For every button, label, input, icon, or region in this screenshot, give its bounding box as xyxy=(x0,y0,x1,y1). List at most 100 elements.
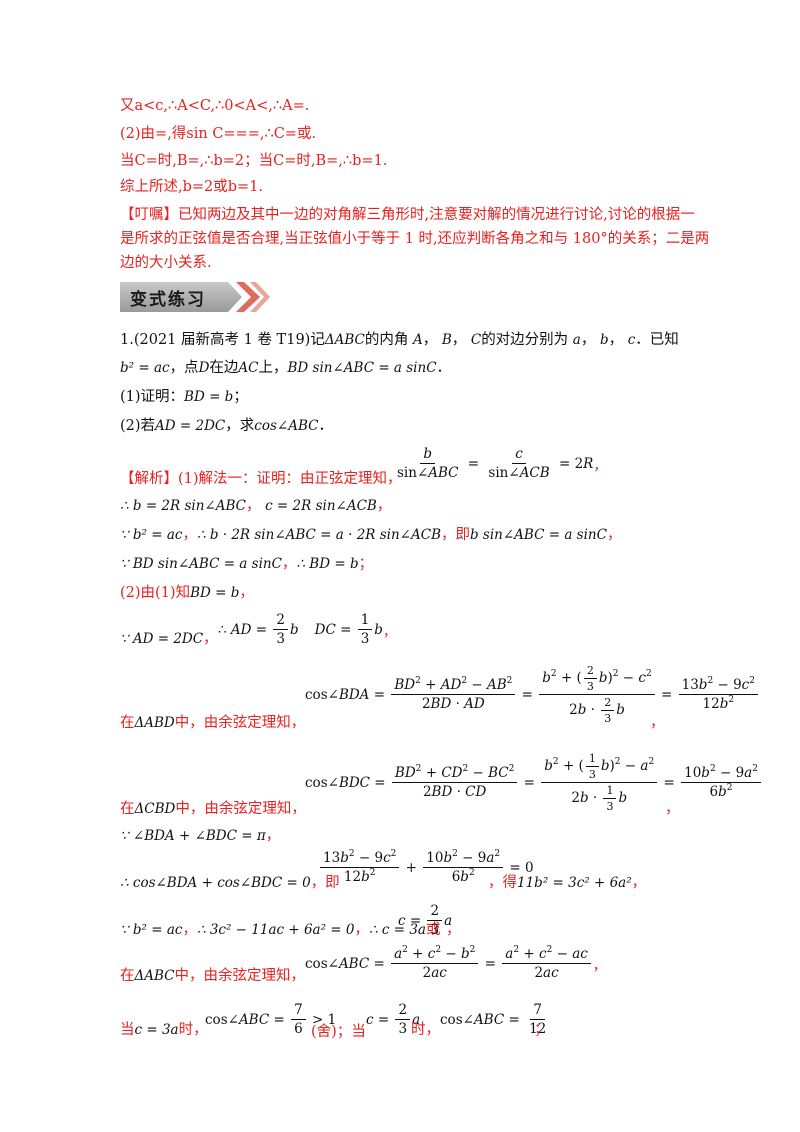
text-namely: ，即 xyxy=(310,875,340,891)
tip-label: 【叮嘱】 xyxy=(120,207,178,223)
eq-cos-sum-zero: ∴ cos∠BDA + cos∠BDC = 0 xyxy=(120,875,311,891)
eq-11b2: 11b² = 3c² + 6a² xyxy=(517,875,632,891)
eq-therefore-bd-b: ∴ BD = b xyxy=(296,556,359,572)
solution-line-2: ∴ b = 2R sin∠ABC， c = 2R sin∠ACB， xyxy=(120,496,391,516)
text-inner-angle: 的内角 xyxy=(364,332,409,348)
comma: ， xyxy=(354,922,370,938)
solution-line-5: (2)由(1)知BD = b， xyxy=(120,583,254,603)
section-banner: 变式练习 xyxy=(120,282,270,312)
text-line-1: 又a<c,∴A<C,∴0<A<,∴A=. xyxy=(120,98,310,114)
comma: ， xyxy=(182,922,197,938)
text-when-2: ；当 xyxy=(336,1024,366,1040)
solution-line-6: ∵ AD = 2DC， xyxy=(120,629,218,649)
tip-line-2: 是所求的正弦值是否合理,当正弦值小于等于 1 时,还应判断各角之和与 180°的… xyxy=(120,231,710,247)
eq-because-b2-ac-2: ∵ b² = ac xyxy=(120,922,183,938)
text-cosine-law: 中，由余弦定理知， xyxy=(174,715,306,731)
text-in: 在 xyxy=(120,801,135,817)
eq-because-b2-ac: ∵ b² = ac xyxy=(120,527,183,543)
banner-label: 变式练习 xyxy=(130,290,206,310)
comma: ， xyxy=(593,457,607,474)
eq-c-3a-2: c = 3a xyxy=(134,1022,179,1038)
text-line-4: 综上所述,b=2或b=1. xyxy=(120,179,264,195)
text-time: 时， xyxy=(178,1022,208,1038)
text-line-2: (2)由=,得sin C===,∴C=或. xyxy=(120,126,317,142)
triangle-abd: ΔABD xyxy=(134,715,175,731)
comma: ， xyxy=(239,585,254,601)
eq-bd-sin: BD sin∠ABC = a sinC xyxy=(287,360,437,376)
text-above: 上， xyxy=(258,360,288,376)
problem-q1: (1)证明：BD = b； xyxy=(120,387,248,407)
eq-because-ad-2dc: ∵ AD = 2DC xyxy=(120,631,204,647)
solution-line-7: 在ΔABD中，由余弦定理知， xyxy=(120,713,305,733)
eq-c-3a: ∴ c = 3a xyxy=(369,922,426,938)
text-time-2: 时， xyxy=(411,1022,440,1038)
semicolon-end: ； xyxy=(534,1022,549,1038)
var-b-angle: B xyxy=(441,332,452,348)
q1-label: (1)证明： xyxy=(120,389,185,405)
text-get: ，得 xyxy=(488,875,517,891)
triangle-abc-2: ΔABC xyxy=(134,968,175,984)
solution-line-9: ∵ ∠BDA + ∠BDC = π， xyxy=(120,826,280,846)
solution-line-4: ∵ BD sin∠ABC = a sinC，∴ BD = b； xyxy=(120,554,373,574)
text-given: ．已知 xyxy=(635,332,679,348)
comma-end-7: ， xyxy=(650,715,665,731)
eq-b2-ac: b² = ac xyxy=(120,360,170,376)
solution-label: 【解析】 xyxy=(120,471,178,487)
text-part2: (2)由(1)知 xyxy=(120,585,191,601)
text-period: ． xyxy=(436,360,452,376)
text-namely: ，即 xyxy=(441,527,470,543)
comma: ， xyxy=(281,556,297,572)
text-in: 在 xyxy=(120,715,135,731)
var-c: c xyxy=(627,332,636,348)
solution-line-13a: 当c = 3a时， xyxy=(120,1020,208,1040)
solution-line-10b: ，得11b² = 3c² + 6a²， xyxy=(488,873,646,893)
var-b: b xyxy=(599,332,609,348)
solution-line-8: 在ΔCBD中，由余弦定理知， xyxy=(120,799,306,819)
comma: ， xyxy=(245,498,261,514)
eq-angle-sum-pi: ∵ ∠BDA + ∠BDC = π xyxy=(120,828,266,844)
triangle-cbd: ΔCBD xyxy=(134,801,176,817)
comma: ， xyxy=(592,957,607,974)
text-cosine-law: 中，由余弦定理知， xyxy=(175,801,306,817)
comma: ， xyxy=(376,498,392,514)
eq-b-2rsin: ∴ b = 2R sin∠ABC xyxy=(120,498,246,514)
eq-bd-b: BD = b xyxy=(184,389,234,405)
q1-end: ； xyxy=(233,389,248,405)
q2-text: ，求 xyxy=(225,418,255,434)
var-a: a xyxy=(572,332,581,348)
text-line-3: 当C=时,B=,∴b=2；当C=时,B=,∴b=1. xyxy=(120,153,388,169)
problem-q2: (2)若AD = 2DC，求cos∠ABC． xyxy=(120,416,333,436)
var-d: D xyxy=(198,360,210,376)
text-or: 或 xyxy=(425,922,441,938)
var-c-angle: C xyxy=(470,332,482,348)
comma: ， xyxy=(606,527,622,543)
eq-because-bd-sin: ∵ BD sin∠ABC = a sinC xyxy=(120,556,282,572)
q2-end: ． xyxy=(318,418,333,434)
eq-c-2rsin: c = 2R sin∠ACB xyxy=(265,498,377,514)
solution-line-3: ∵ b² = ac，∴ b · 2R sin∠ABC = a · 2R sin∠… xyxy=(120,525,621,545)
text-discard: (舍) xyxy=(311,1024,337,1040)
comma: ， xyxy=(631,875,647,891)
tip-line-1: 【叮嘱】已知两边及其中一边的对角解三角形时,注意要对解的情况进行讨论,讨论的根据… xyxy=(120,205,695,225)
eq-bd-b-2: BD = b xyxy=(190,585,240,601)
text-cosine-law: 中，由余弦定理知， xyxy=(174,968,306,984)
semicolon: ； xyxy=(358,556,374,572)
eq-quadratic: ∴ 3c² − 11ac + 6a² = 0 xyxy=(196,922,355,938)
solution-line-10: ∴ cos∠BDA + cos∠BDC = 0，即 xyxy=(120,873,340,893)
problem-line-2: b² = ac，点D在边AC上，BD sin∠ABC = a sinC． xyxy=(120,358,451,378)
var-ac: AC xyxy=(238,360,259,376)
solution-line-11: ∵ b² = ac，∴ 3c² − 11ac + 6a² = 0，∴ c = 3… xyxy=(120,920,440,940)
problem-line-1: 1.(2021 届新高考 1 卷 T19)记ΔABC的内角 A， B， C的对边… xyxy=(120,332,679,348)
solution-line-13b: (舍)；当 xyxy=(311,1022,366,1042)
comma: ， xyxy=(182,527,197,543)
eq-ad-2dc: AD = 2DC xyxy=(155,418,226,434)
comma-end-11: ， xyxy=(446,922,461,938)
